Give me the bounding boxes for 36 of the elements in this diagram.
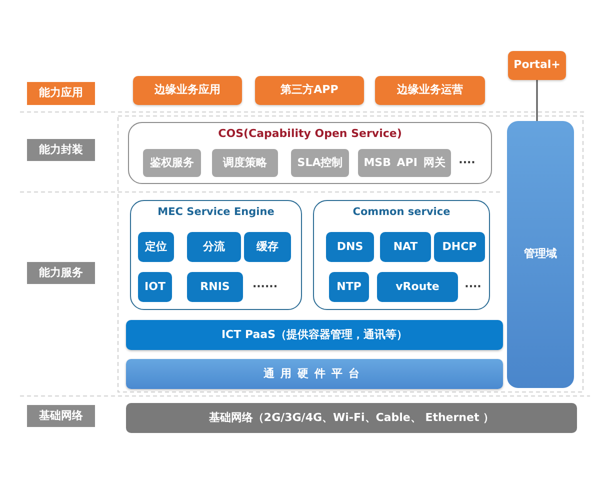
panel-title: COS(Capability Open Service) bbox=[217, 127, 403, 140]
service-block: NAT bbox=[380, 232, 431, 262]
layer-label: 能力封装 bbox=[27, 139, 95, 161]
capability-block: 鉴权服务 bbox=[143, 149, 201, 177]
ellipsis-text: ······ bbox=[251, 280, 279, 294]
service-block: 分流 bbox=[187, 232, 241, 262]
capability-block: 调度策略 bbox=[212, 149, 278, 177]
service-panel bbox=[128, 122, 492, 184]
panel-title: MEC Service Engine bbox=[156, 206, 276, 218]
service-block: DNS bbox=[326, 232, 374, 262]
application-block: 边缘业务应用 bbox=[133, 76, 242, 105]
application-block: 边缘业务运营 bbox=[375, 76, 485, 105]
ellipsis-text: ···· bbox=[464, 280, 482, 294]
connector-line bbox=[536, 80, 538, 121]
management-domain-panel: 管理域 bbox=[507, 121, 574, 388]
service-block: IOT bbox=[138, 272, 172, 302]
ellipsis-text: ···· bbox=[458, 156, 476, 170]
network-bar: 基础网络（2G/3G/4G、Wi-Fi、Cable、 Ethernet ） bbox=[126, 403, 577, 433]
application-block: 第三方APP bbox=[255, 76, 364, 105]
portal-block: Portal+ bbox=[508, 51, 566, 80]
service-block: 缓存 bbox=[244, 232, 291, 262]
service-block: vRoute bbox=[377, 272, 458, 302]
panel-title: Common service bbox=[352, 206, 452, 218]
layer-label: 能力服务 bbox=[27, 262, 95, 284]
service-panel bbox=[313, 200, 490, 310]
service-block: NTP bbox=[329, 272, 369, 302]
service-panel bbox=[130, 200, 302, 310]
layer-label: 基础网络 bbox=[27, 405, 95, 427]
platform-bar: ICT PaaS（提供容器管理，通讯等） bbox=[126, 320, 503, 350]
layer-label: 能力应用 bbox=[27, 82, 95, 105]
service-block: 定位 bbox=[138, 232, 174, 262]
service-block: RNIS bbox=[187, 272, 243, 302]
platform-bar: 通用硬件平台 bbox=[126, 359, 503, 389]
service-block: DHCP bbox=[434, 232, 485, 262]
capability-block: MSB API 网关 bbox=[358, 149, 451, 177]
capability-block: SLA控制 bbox=[291, 149, 349, 177]
